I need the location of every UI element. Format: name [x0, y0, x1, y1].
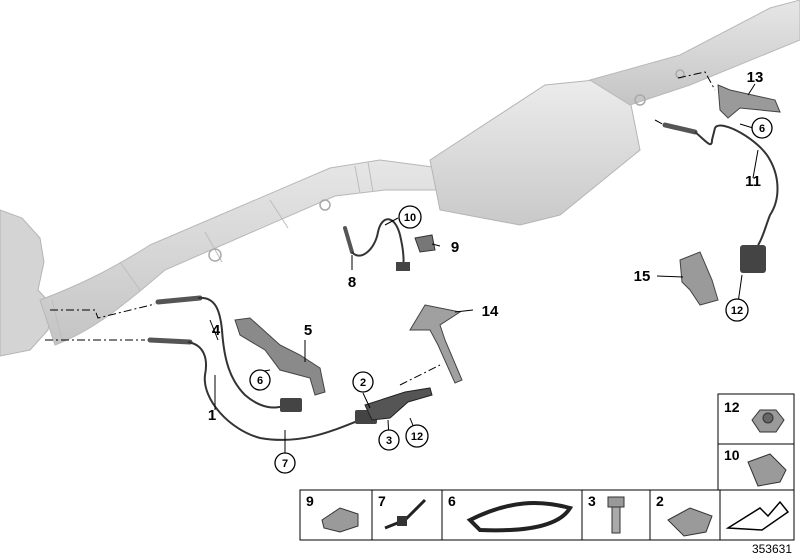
callout-10: 10 — [398, 205, 422, 229]
exhaust-sensor-8 — [343, 218, 410, 271]
callout-6-left: 6 — [249, 369, 271, 391]
callout-15: 15 — [634, 268, 651, 285]
callout-12-right-label: 12 — [731, 305, 743, 317]
clip-icon — [747, 453, 787, 487]
bolt-icon — [607, 496, 625, 534]
callout-7: 7 — [274, 452, 296, 474]
callout-8: 8 — [348, 274, 356, 291]
catalytic-converter — [429, 79, 641, 226]
bracket-5 — [234, 317, 326, 396]
callout-9: 9 — [451, 239, 459, 256]
callout-2-label: 2 — [360, 377, 366, 389]
rear-pipe — [588, 0, 800, 106]
oxygen-sensor-4 — [155, 295, 302, 412]
legend-box-12: 12 — [717, 393, 795, 445]
callout-6-left-label: 6 — [257, 375, 263, 387]
legend-box-10: 10 — [717, 443, 795, 491]
callout-6-right-label: 6 — [759, 123, 765, 135]
callout-10-label: 10 — [404, 212, 416, 224]
legend-item-6-label: 6 — [448, 493, 456, 509]
gasket-ring-icon — [466, 501, 574, 533]
callout-13: 13 — [747, 69, 764, 86]
callout-12-middle-label: 12 — [411, 431, 423, 443]
clip-nut-icon — [667, 507, 713, 537]
callout-7-label: 7 — [282, 458, 288, 470]
legend-item-9-label: 9 — [306, 493, 314, 509]
legend-item-3-label: 3 — [588, 493, 596, 509]
legend-item-2-label: 2 — [656, 493, 664, 509]
callout-6-right: 6 — [751, 117, 773, 139]
arrow-icon — [725, 500, 790, 531]
callout-11: 11 — [745, 173, 761, 190]
bracket-9 — [414, 234, 436, 253]
callout-2: 2 — [352, 371, 374, 393]
callout-4: 4 — [212, 322, 221, 339]
legend-box-10-label: 10 — [724, 447, 740, 463]
pipe-ridges — [51, 161, 374, 341]
callout-14: 14 — [482, 303, 499, 320]
callout-3: 3 — [378, 429, 400, 451]
bracket-14 — [409, 304, 463, 384]
manifold-block — [0, 209, 53, 357]
exhaust-sensor-11 — [662, 122, 779, 273]
legend-box-12-label: 12 — [724, 399, 740, 415]
diagram-id: 353631 — [752, 542, 792, 556]
callout-5: 5 — [304, 322, 312, 339]
bracket-9-icon — [321, 507, 359, 533]
bracket-13 — [717, 84, 781, 119]
bracket-15 — [679, 251, 719, 306]
legend-strip: 9 7 6 3 2 — [299, 489, 795, 541]
callout-12-right: 12 — [725, 298, 749, 322]
callout-3-label: 3 — [386, 435, 392, 447]
legend-item-7-label: 7 — [378, 493, 386, 509]
sensor-module-2 — [364, 387, 433, 421]
callout-1: 1 — [208, 407, 216, 424]
callout-12-middle: 12 — [405, 424, 429, 448]
exhaust-system — [0, 0, 800, 357]
